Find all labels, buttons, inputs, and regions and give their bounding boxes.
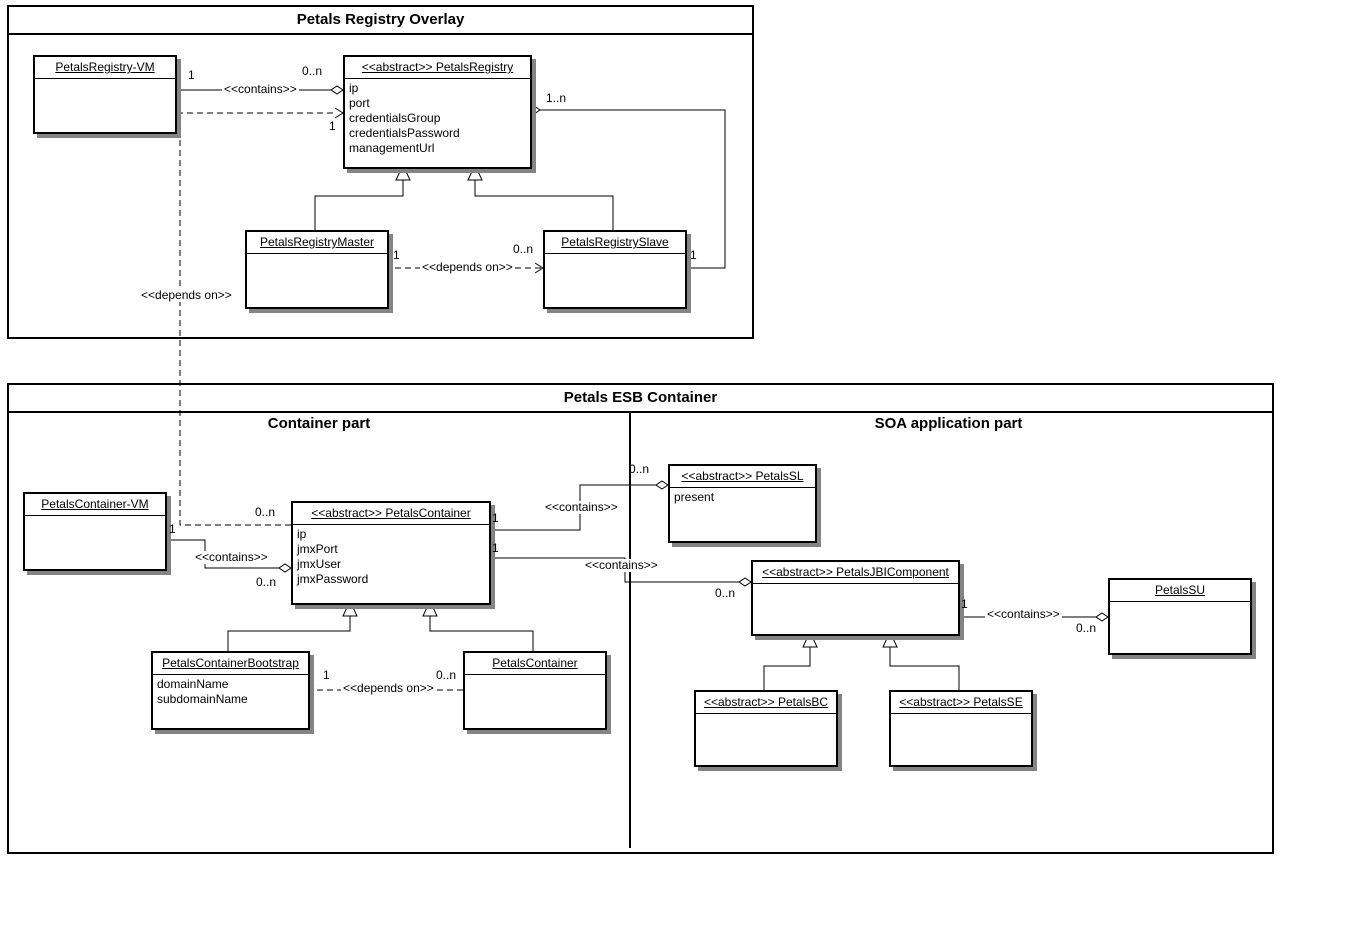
class-attributes — [753, 584, 958, 634]
class-petals-registry: <<abstract>> PetalsRegistry ip port cred… — [343, 55, 532, 169]
multiplicity-vm-container-near: 1 — [169, 522, 176, 536]
class-petals-container: PetalsContainer — [463, 651, 607, 730]
class-attributes: domainName subdomainName — [153, 675, 308, 728]
attribute-ip: ip — [349, 81, 359, 95]
class-attributes: ip jmxPort jmxUser jmxPassword — [293, 525, 489, 603]
multiplicity-container-bootstrap-far: 0..n — [436, 668, 457, 682]
class-petals-registry-slave: PetalsRegistrySlave — [543, 230, 687, 309]
class-attributes — [247, 254, 387, 307]
multiplicity-vm-registry-far: 0..n — [302, 64, 323, 78]
attribute-jmxPort: jmxPort — [297, 542, 338, 556]
multiplicity-container-sl-far: 0..n — [629, 462, 650, 476]
class-attributes — [465, 675, 605, 728]
class-petals-bc: <<abstract>> PetalsBC — [694, 690, 838, 767]
multiplicity-container-registry-near: 0..n — [255, 505, 276, 519]
attribute-jmxPassword: jmxPassword — [297, 572, 369, 586]
class-petals-jbi-component: <<abstract>> PetalsJBIComponent — [751, 560, 960, 636]
multiplicity-registry-slave-near: 1..n — [546, 91, 567, 105]
class-petals-su: PetalsSU — [1108, 578, 1252, 655]
multiplicity-vm-container-far: 0..n — [256, 575, 277, 589]
class-attributes: ip port credentialsGroup credentialsPass… — [345, 79, 530, 167]
class-petals-sl: <<abstract>> PetalsSL present — [668, 464, 817, 543]
class-petals-registry-master: PetalsRegistryMaster — [245, 230, 389, 309]
multiplicity-vm-registry-near: 1 — [188, 68, 195, 82]
attribute-managementUrl: managementUrl — [349, 141, 435, 155]
class-name: PetalsContainer — [465, 653, 605, 675]
class-petals-se: <<abstract>> PetalsSE — [889, 690, 1033, 767]
package-title: Petals Registry Overlay — [9, 7, 752, 35]
package-title: Petals ESB Container — [9, 385, 1272, 413]
part-divider — [629, 413, 631, 848]
multiplicity-registry-slave-far: 1 — [690, 248, 697, 262]
class-name: <<abstract>> PetalsJBIComponent — [753, 562, 958, 584]
multiplicity-container-registry-far: 1 — [329, 119, 336, 133]
class-name: PetalsContainerBootstrap — [153, 653, 308, 675]
attribute-port: port — [349, 96, 370, 110]
attribute-ip: ip — [297, 527, 307, 541]
class-name: PetalsRegistry-VM — [35, 57, 175, 79]
class-name: <<abstract>> PetalsSE — [891, 692, 1031, 714]
class-attributes — [891, 714, 1031, 765]
class-attributes — [545, 254, 685, 307]
contains-label-vm-registry: <<contains>> — [222, 82, 299, 96]
class-petals-container-abstract: <<abstract>> PetalsContainer ip jmxPort … — [291, 501, 491, 605]
class-attributes — [35, 79, 175, 132]
class-name: PetalsRegistryMaster — [247, 232, 387, 254]
container-part-title: Container part — [267, 415, 371, 432]
multiplicity-container-jbi-near: 1 — [492, 541, 499, 555]
contains-label-container-jbi: <<contains>> — [583, 558, 660, 572]
class-name: <<abstract>> PetalsRegistry — [345, 57, 530, 79]
attribute-present: present — [674, 490, 715, 504]
soa-part-title: SOA application part — [874, 415, 1023, 432]
class-name: PetalsContainer-VM — [25, 494, 165, 516]
class-name: <<abstract>> PetalsBC — [696, 692, 836, 714]
multiplicity-jbi-su-far: 0..n — [1076, 621, 1097, 635]
depends-label-master-slave: <<depends on>> — [420, 260, 515, 274]
class-name: <<abstract>> PetalsSL — [670, 466, 815, 488]
multiplicity-master-slave-far: 0..n — [513, 242, 534, 256]
contains-label-vm-container: <<contains>> — [193, 550, 270, 564]
class-attributes — [1110, 602, 1250, 653]
class-attributes — [696, 714, 836, 765]
contains-label-container-sl: <<contains>> — [543, 500, 620, 514]
depends-label-container-registry: <<depends on>> — [139, 288, 234, 302]
multiplicity-master-slave-near: 1 — [393, 248, 400, 262]
attribute-jmxUser: jmxUser — [297, 557, 341, 571]
class-name: <<abstract>> PetalsContainer — [293, 503, 489, 525]
package-petals-registry-overlay: Petals Registry Overlay — [7, 5, 754, 339]
class-attributes — [25, 516, 165, 569]
class-petals-registry-vm: PetalsRegistry-VM — [33, 55, 177, 134]
depends-label-container-bootstrap: <<depends on>> — [341, 681, 436, 695]
package-petals-esb-container: Petals ESB Container Container part SOA … — [7, 383, 1274, 854]
attribute-domainName: domainName — [157, 677, 229, 691]
multiplicity-container-jbi-far: 0..n — [715, 586, 736, 600]
contains-label-jbi-su: <<contains>> — [985, 607, 1062, 621]
class-attributes: present — [670, 488, 815, 541]
class-petals-container-vm: PetalsContainer-VM — [23, 492, 167, 571]
class-name: PetalsSU — [1110, 580, 1250, 602]
attribute-subdomainName: subdomainName — [157, 692, 248, 706]
class-petals-container-bootstrap: PetalsContainerBootstrap domainName subd… — [151, 651, 310, 730]
multiplicity-jbi-su-near: 1 — [961, 597, 968, 611]
multiplicity-container-bootstrap-near: 1 — [323, 668, 330, 682]
class-name: PetalsRegistrySlave — [545, 232, 685, 254]
attribute-credentialsGroup: credentialsGroup — [349, 111, 441, 125]
attribute-credentialsPassword: credentialsPassword — [349, 126, 460, 140]
multiplicity-container-sl-near: 1 — [492, 511, 499, 525]
